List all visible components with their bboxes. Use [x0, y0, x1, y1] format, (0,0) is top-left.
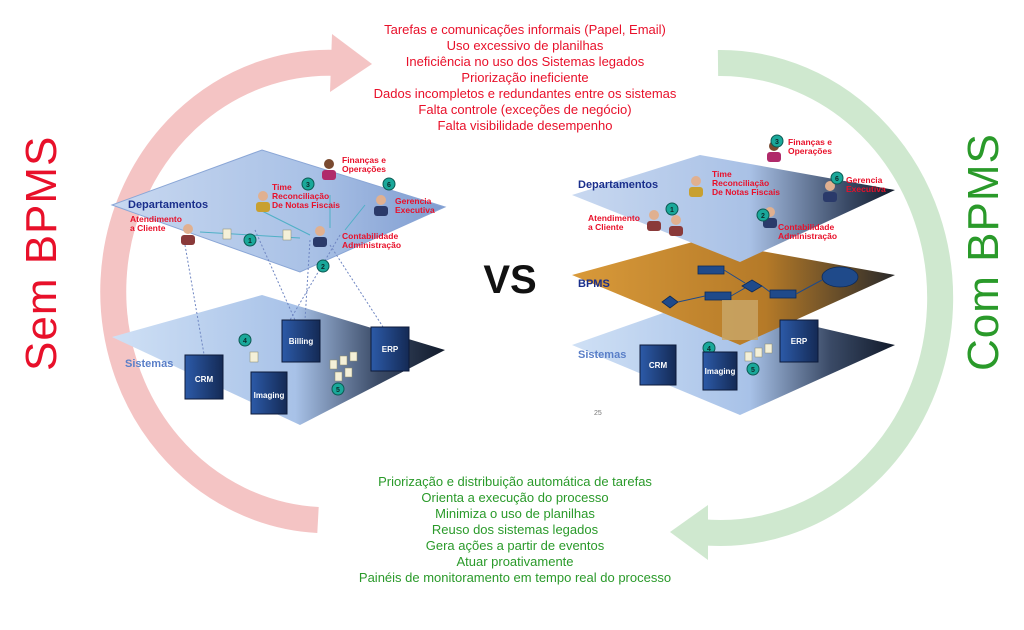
right-badge-4: 4 — [707, 346, 711, 353]
right-role-contabilidade-2: Administração — [778, 231, 837, 241]
benefit-item: Priorização e distribuição automática de… — [378, 474, 652, 489]
left-badge-3: 3 — [306, 182, 310, 189]
benefit-item: Painéis de monitoramento em tempo real d… — [358, 570, 672, 585]
left-role-time-1: Time — [272, 182, 292, 192]
right-role-atendimento-1: Atendimento — [588, 213, 640, 223]
left-server-crm: CRM — [195, 375, 214, 384]
left-role-contabilidade-2: Administração — [342, 240, 401, 250]
right-role-atendimento-2: a Cliente — [588, 222, 624, 232]
benefit-item: Atuar proativamente — [456, 554, 574, 569]
right-role-financas-2: Operações — [788, 146, 832, 156]
left-systems-label: Sistemas — [125, 358, 173, 370]
sem-bpms-label: Sem BPMS — [17, 135, 66, 371]
left-cycle-arrow — [100, 34, 372, 533]
left-badge-1: 1 — [248, 238, 252, 245]
left-servers — [184, 319, 410, 415]
right-role-time-1: Time — [712, 169, 732, 179]
problem-item: Tarefas e comunicações informais (Papel,… — [384, 22, 666, 37]
left-role-atendimento-1: Atendimento — [130, 214, 182, 224]
right-servers — [639, 319, 819, 391]
vs-label: VS — [483, 258, 537, 302]
right-badge-1: 1 — [670, 207, 674, 214]
right-role-contabilidade-1: Contabilidade — [778, 222, 834, 232]
right-role-time-2: Reconciliação — [712, 178, 769, 188]
com-bpms-label: Com BPMS — [959, 133, 1008, 371]
right-bpms-label: BPMS — [578, 278, 610, 290]
right-departments-label: Departamentos — [578, 179, 658, 191]
right-documents — [744, 343, 773, 362]
left-role-time-2: Reconciliação — [272, 191, 329, 201]
problem-item: Ineficiência no uso dos Sistemas legados — [405, 54, 645, 69]
right-people — [647, 141, 837, 236]
left-diagram: 1 2 3 4 5 6 — [110, 149, 447, 425]
left-server-erp: ERP — [382, 345, 399, 354]
left-badges: 1 2 3 4 5 6 — [238, 177, 396, 396]
left-role-time-3: De Notas Fiscais — [272, 200, 340, 210]
left-server-imaging: Imaging — [254, 391, 285, 400]
problem-item: Falta visibilidade desempenho — [437, 118, 613, 133]
bpms-flow — [661, 265, 859, 309]
left-badge-5: 5 — [336, 387, 340, 394]
right-badge-2: 2 — [761, 213, 765, 220]
benefit-item: Gera ações a partir de eventos — [425, 538, 605, 553]
right-systems-label: Sistemas — [578, 349, 626, 361]
right-badge-3: 3 — [775, 139, 779, 146]
benefit-item: Minimiza o uso de planilhas — [435, 506, 595, 521]
right-cycle-arrow — [670, 49, 954, 560]
benefit-item: Reuso dos sistemas legados — [431, 522, 599, 537]
left-badge-6: 6 — [387, 182, 391, 189]
right-badge-6: 6 — [835, 176, 839, 183]
right-role-financas-1: Finanças e — [788, 137, 832, 147]
right-diagram: 1 2 3 4 5 6 — [572, 134, 895, 415]
left-role-contabilidade-1: Contabilidade — [342, 231, 398, 241]
left-role-financas-2: Operações — [342, 164, 386, 174]
right-server-erp: ERP — [791, 337, 808, 346]
right-role-gerencia-1: Gerencia — [846, 175, 883, 185]
left-server-billing: Billing — [289, 337, 314, 346]
left-documents — [222, 228, 358, 382]
left-badge-4: 4 — [243, 338, 247, 345]
problem-item: Uso excessivo de planilhas — [446, 38, 604, 53]
problems-list: Tarefas e comunicações informais (Papel,… — [300, 22, 750, 134]
problem-item: Falta controle (exceções de negócio) — [418, 102, 632, 117]
left-people — [181, 159, 388, 247]
left-systems-plane — [112, 295, 445, 425]
left-badge-2: 2 — [321, 264, 325, 271]
benefits-list: Priorização e distribuição automática de… — [300, 474, 730, 586]
problem-item: Dados incompletos e redundantes entre os… — [373, 86, 677, 101]
right-role-time-3: De Notas Fiscais — [712, 187, 780, 197]
benefit-item: Orienta a execução do processo — [421, 490, 609, 505]
left-departments-label: Departamentos — [128, 199, 208, 211]
page-number: 25 — [594, 410, 602, 417]
right-bpms-plane — [572, 240, 895, 345]
right-role-gerencia-2: Executiva — [846, 184, 886, 194]
right-badges: 1 2 3 4 5 6 — [665, 134, 844, 376]
right-badge-5: 5 — [751, 367, 755, 374]
left-role-gerencia-1: Gerencia — [395, 196, 432, 206]
right-department-plane — [572, 155, 895, 262]
problem-item: Priorização ineficiente — [461, 70, 589, 85]
right-server-crm: CRM — [649, 361, 668, 370]
left-role-gerencia-2: Executiva — [395, 205, 435, 215]
left-role-financas-1: Finanças e — [342, 155, 386, 165]
right-server-imaging: Imaging — [705, 367, 736, 376]
left-role-atendimento-2: a Cliente — [130, 223, 166, 233]
left-department-plane — [110, 149, 447, 273]
